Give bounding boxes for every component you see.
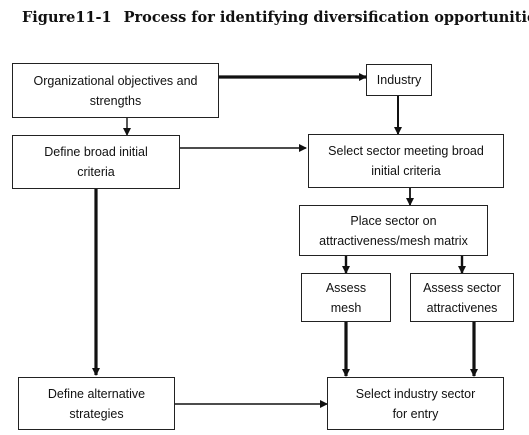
node-label-line: strategies — [69, 406, 124, 421]
node-label-line: Select industry sector — [355, 386, 476, 401]
node-label-line: Assess — [325, 280, 367, 295]
node-label-line: for entry — [392, 406, 439, 421]
figure-caption: Process for identifying diversification … — [123, 9, 529, 26]
node-define-broad-criteria: Define broad initial criteria — [12, 135, 180, 189]
node-label-line: Place sector on — [350, 213, 437, 228]
figure-title: Figure11-1 Process for identifying divers… — [22, 9, 529, 26]
node-label-line: initial criteria — [371, 164, 441, 178]
node-select-sector: Select sector meeting broad initial crite… — [308, 134, 504, 188]
node-select-industry-sector: Select industry sector for entry — [327, 377, 504, 430]
node-organizational-objectives: Organizational objectives and strengths — [12, 63, 219, 118]
figure-number: Figure11-1 — [22, 9, 112, 26]
node-label-line: Define broad initial — [44, 145, 148, 159]
node-label-line: Select sector meeting broad — [328, 144, 484, 158]
node-place-sector-on-matrix: Place sector on attractiveness/mesh matri… — [299, 205, 488, 256]
node-assess-mesh: Assess mesh — [301, 273, 391, 322]
node-industry: Industry — [366, 64, 432, 96]
node-label-line: criteria — [77, 165, 115, 179]
node-label-line: Define alternative — [47, 386, 146, 401]
node-label-line: strengths — [89, 93, 142, 108]
node-assess-sector-attractiveness: Assess sector attractivenes — [410, 273, 514, 322]
node-label-line: Assess sector — [423, 280, 501, 295]
node-define-alternative-strategies: Define alternative strategies — [18, 377, 175, 430]
node-label-line: Industry — [376, 73, 422, 87]
node-label-line: mesh — [330, 300, 362, 315]
node-label-line: attractiveness/mesh matrix — [319, 233, 468, 248]
node-label-line: Organizational objectives and — [33, 73, 198, 88]
node-label-line: attractivenes — [426, 300, 498, 315]
